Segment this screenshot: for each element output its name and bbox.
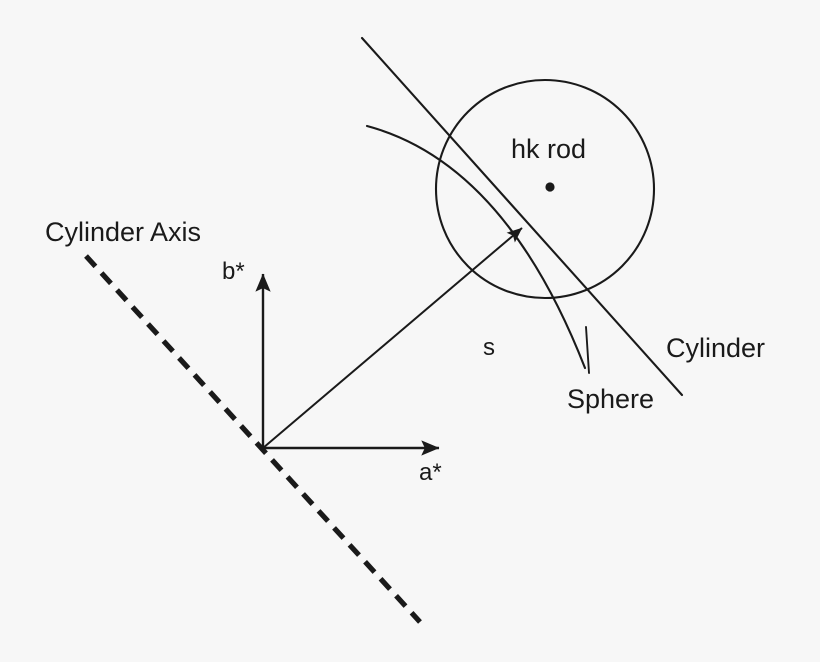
cylinder-line: [360, 36, 684, 397]
label-sphere: Sphere: [567, 384, 655, 414]
label-cylinder: Cylinder: [666, 333, 766, 363]
label-cylinder-axis: Cylinder Axis: [45, 217, 202, 247]
sphere-arc: [365, 124, 587, 370]
s-vector-arrow: [262, 227, 523, 449]
hk-rod-circle: [434, 78, 656, 300]
label-a-star-axis: a*: [419, 459, 442, 486]
hk-rod-center-dot: [545, 182, 555, 192]
label-hk-rod: hk rod: [511, 134, 587, 164]
cylinder-axis-dashed-line: [84, 254, 422, 624]
label-s-vector: s: [483, 334, 495, 361]
sphere-leader-line: [585, 326, 590, 374]
label-b-star-axis: b*: [222, 258, 245, 285]
